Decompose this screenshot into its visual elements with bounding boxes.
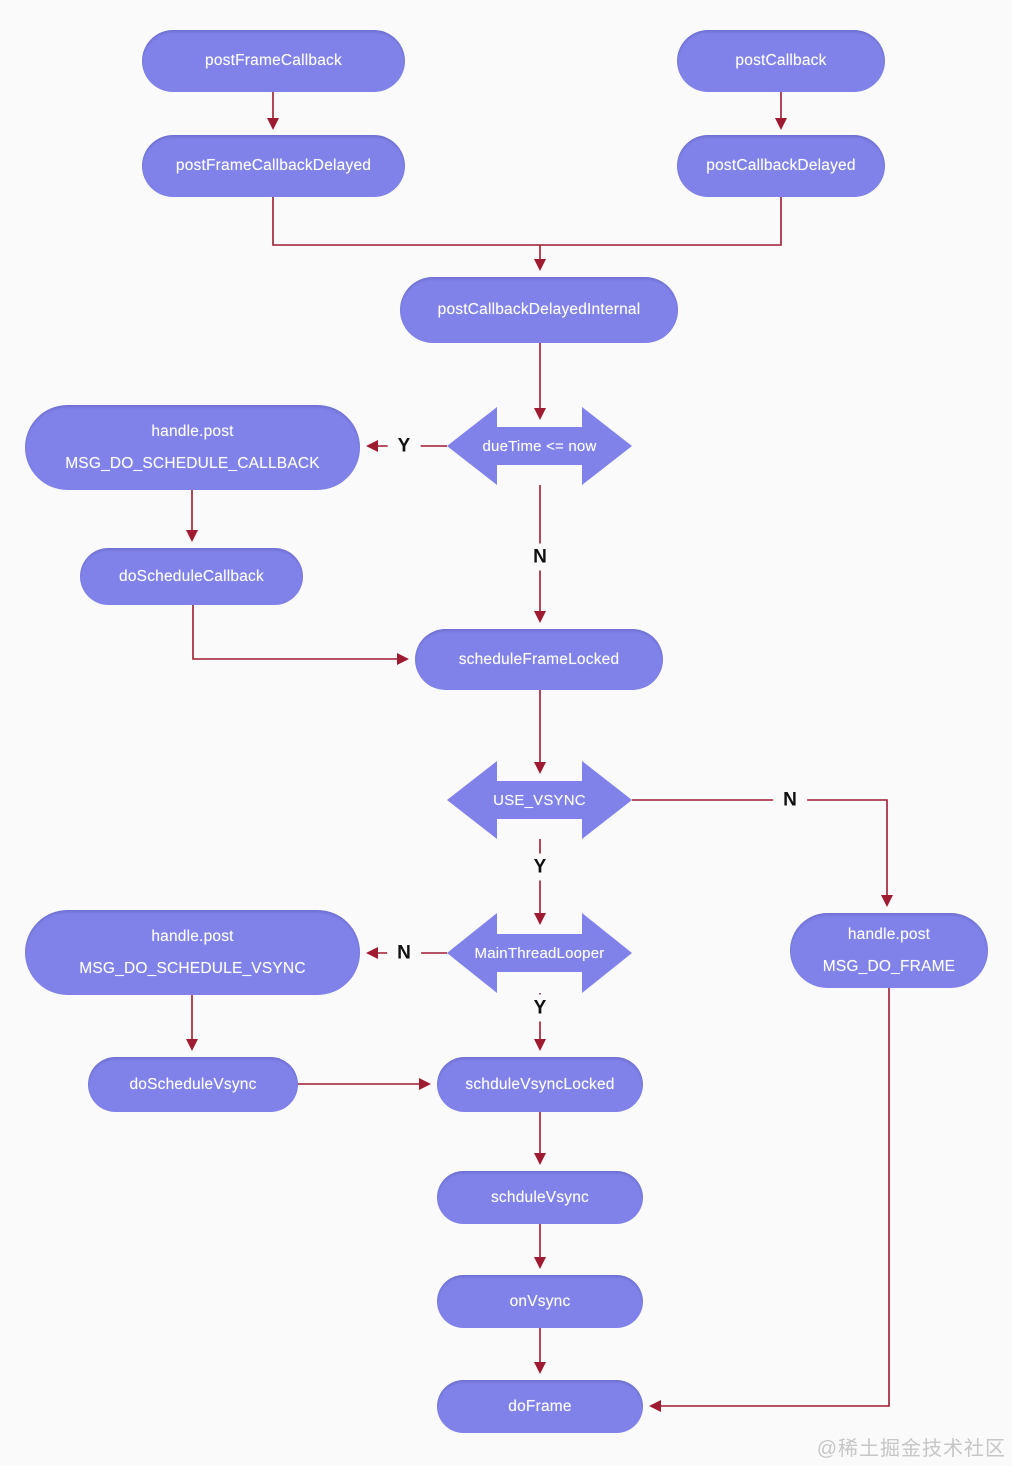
flow-node-label-line: MSG_DO_SCHEDULE_CALLBACK [65, 454, 320, 472]
flow-node-label-line: MSG_DO_SCHEDULE_VSYNC [79, 959, 306, 977]
flow-node-label: postCallbackDelayed [677, 157, 885, 175]
flow-node-label-line: MSG_DO_FRAME [822, 957, 956, 975]
flow-node-doFrame: doFrame [437, 1380, 643, 1433]
flow-node-label-line: postCallbackDelayedInternal [437, 301, 641, 318]
flow-node-label-line: handle.post [151, 927, 234, 945]
edge-label-Y: Y [523, 994, 557, 1022]
edge-label-Y: Y [387, 432, 421, 460]
decision-double-arrow-shape [447, 761, 632, 839]
flow-node-onVsync: onVsync [437, 1275, 643, 1328]
flow-node-schduleVsync: schduleVsync [437, 1171, 643, 1224]
flow-node-postFrameCallbackDelayed: postFrameCallbackDelayed [142, 135, 405, 197]
decision-double-arrow-shape [447, 407, 632, 485]
flow-node-label: schduleVsync [437, 1189, 643, 1207]
flow-node-label-line: doScheduleVsync [129, 1075, 257, 1093]
flow-node-label-line: doFrame [508, 1397, 572, 1415]
flow-node-label: postCallback [677, 52, 885, 70]
edge-doScheduleCallback-to-scheduleFrameLocked [192, 605, 409, 665]
flow-node-doScheduleCallback: doScheduleCallback [80, 548, 303, 605]
flow-node-label: doFrame [437, 1398, 643, 1416]
flow-node-label-line: postFrameCallback [205, 52, 342, 69]
flow-node-label: postFrameCallbackDelayed [142, 157, 405, 175]
flow-node-label: doScheduleVsync [88, 1076, 298, 1094]
flow-node-postCallbackDelayedInternal: postCallbackDelayedInternal [400, 277, 678, 343]
flow-node-label-line: doScheduleCallback [119, 567, 264, 585]
flow-node-scheduleFrameLocked: scheduleFrameLocked [415, 629, 663, 690]
flow-node-label-line: postFrameCallbackDelayed [175, 157, 372, 174]
edge-label-N: N [387, 939, 421, 967]
flow-node-label: scheduleFrameLocked [415, 651, 663, 669]
edge-useVsync-N-to-msgDoFrame [632, 799, 893, 907]
watermark: @稀土掘金技术社区 [816, 1438, 1006, 1460]
flow-node-label-line: MainThreadLooper [474, 944, 605, 962]
flow-node-schduleVsyncLocked: schduleVsyncLocked [437, 1057, 643, 1112]
flow-node-label-line: USE_VSYNC [493, 791, 586, 809]
flow-node-label-line: handle.post [151, 422, 234, 440]
flow-node-label: onVsync [437, 1293, 643, 1311]
flow-node-label: MainThreadLooper [447, 945, 632, 962]
flow-node-useVsync: USE_VSYNC [447, 761, 632, 839]
flow-node-label: postCallbackDelayedInternal [400, 301, 678, 319]
decision-double-arrow-shape [447, 913, 632, 993]
flow-node-label-line: scheduleFrameLocked [458, 650, 620, 668]
flow-node-mainThreadLooper: MainThreadLooper [447, 913, 632, 993]
flow-node-postCallbackDelayed: postCallbackDelayed [677, 135, 885, 197]
flow-node-label: dueTime <= now [447, 438, 632, 455]
flow-node-label-line: dueTime <= now [482, 437, 597, 455]
edge-label-Y: Y [523, 853, 557, 881]
flow-node-label: schduleVsyncLocked [437, 1076, 643, 1094]
flow-node-label-line: onVsync [509, 1292, 571, 1310]
flow-node-doScheduleVsync: doScheduleVsync [88, 1057, 298, 1112]
edge-msgDoFrame-to-doFrame [649, 988, 890, 1412]
flow-node-postCallback: postCallback [677, 30, 885, 92]
flow-node-label-line: handle.post [847, 925, 931, 943]
flow-node-label: postFrameCallback [142, 52, 405, 70]
flow-node-label-line: schduleVsyncLocked [465, 1075, 615, 1093]
flow-node-label-line: postCallback [735, 52, 827, 69]
edge-label-N: N [523, 543, 557, 571]
flow-node-dueTime: dueTime <= now [447, 407, 632, 485]
flow-node-label: doScheduleCallback [80, 568, 303, 586]
flow-node-label-line: schduleVsync [490, 1188, 590, 1206]
edge-merge-rails [272, 197, 782, 246]
edge-label-N: N [773, 786, 807, 814]
flow-node-postFrameCallback: postFrameCallback [142, 30, 405, 92]
flow-node-label-line: postCallbackDelayed [706, 157, 856, 174]
flow-node-label: USE_VSYNC [447, 792, 632, 809]
